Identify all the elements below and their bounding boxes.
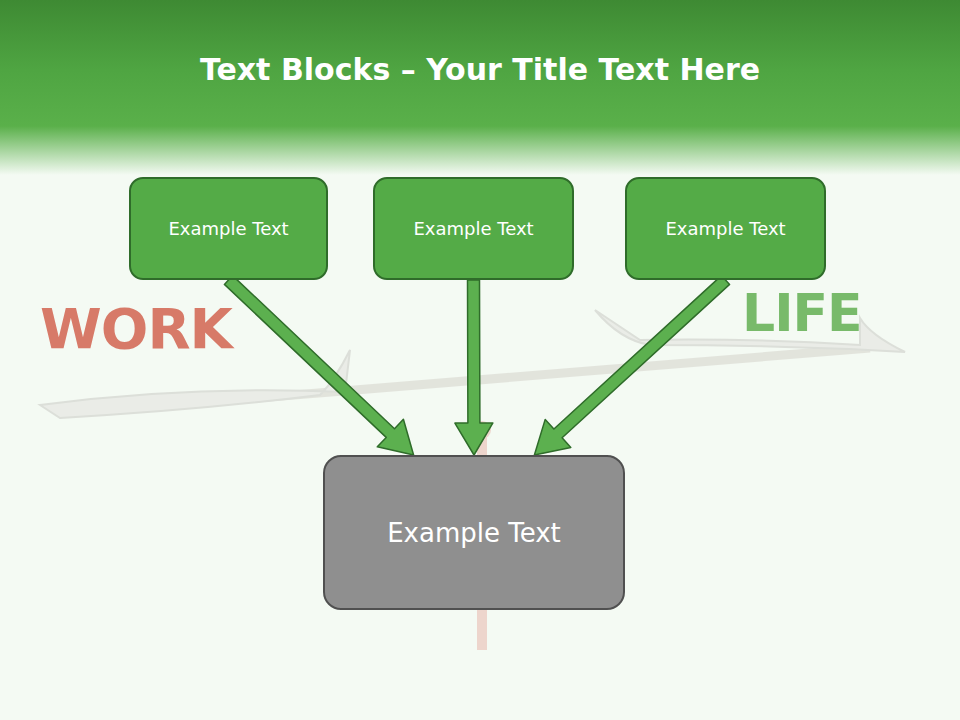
block-arrow xyxy=(455,280,493,455)
illustration-word: LIFE xyxy=(742,283,862,343)
illustration-word: WORK xyxy=(40,296,232,361)
slide-title: Text Blocks – Your Title Text Here xyxy=(0,52,960,87)
result-box: Example Text xyxy=(323,455,625,610)
input-box: Example Text xyxy=(625,177,826,280)
input-box: Example Text xyxy=(373,177,574,280)
box-text: Example Text xyxy=(665,218,785,239)
block-arrow xyxy=(224,276,413,455)
block-arrow xyxy=(534,276,729,455)
header-band xyxy=(0,0,960,175)
box-text: Example Text xyxy=(387,518,561,548)
input-box: Example Text xyxy=(129,177,328,280)
box-text: Example Text xyxy=(413,218,533,239)
box-text: Example Text xyxy=(168,218,288,239)
